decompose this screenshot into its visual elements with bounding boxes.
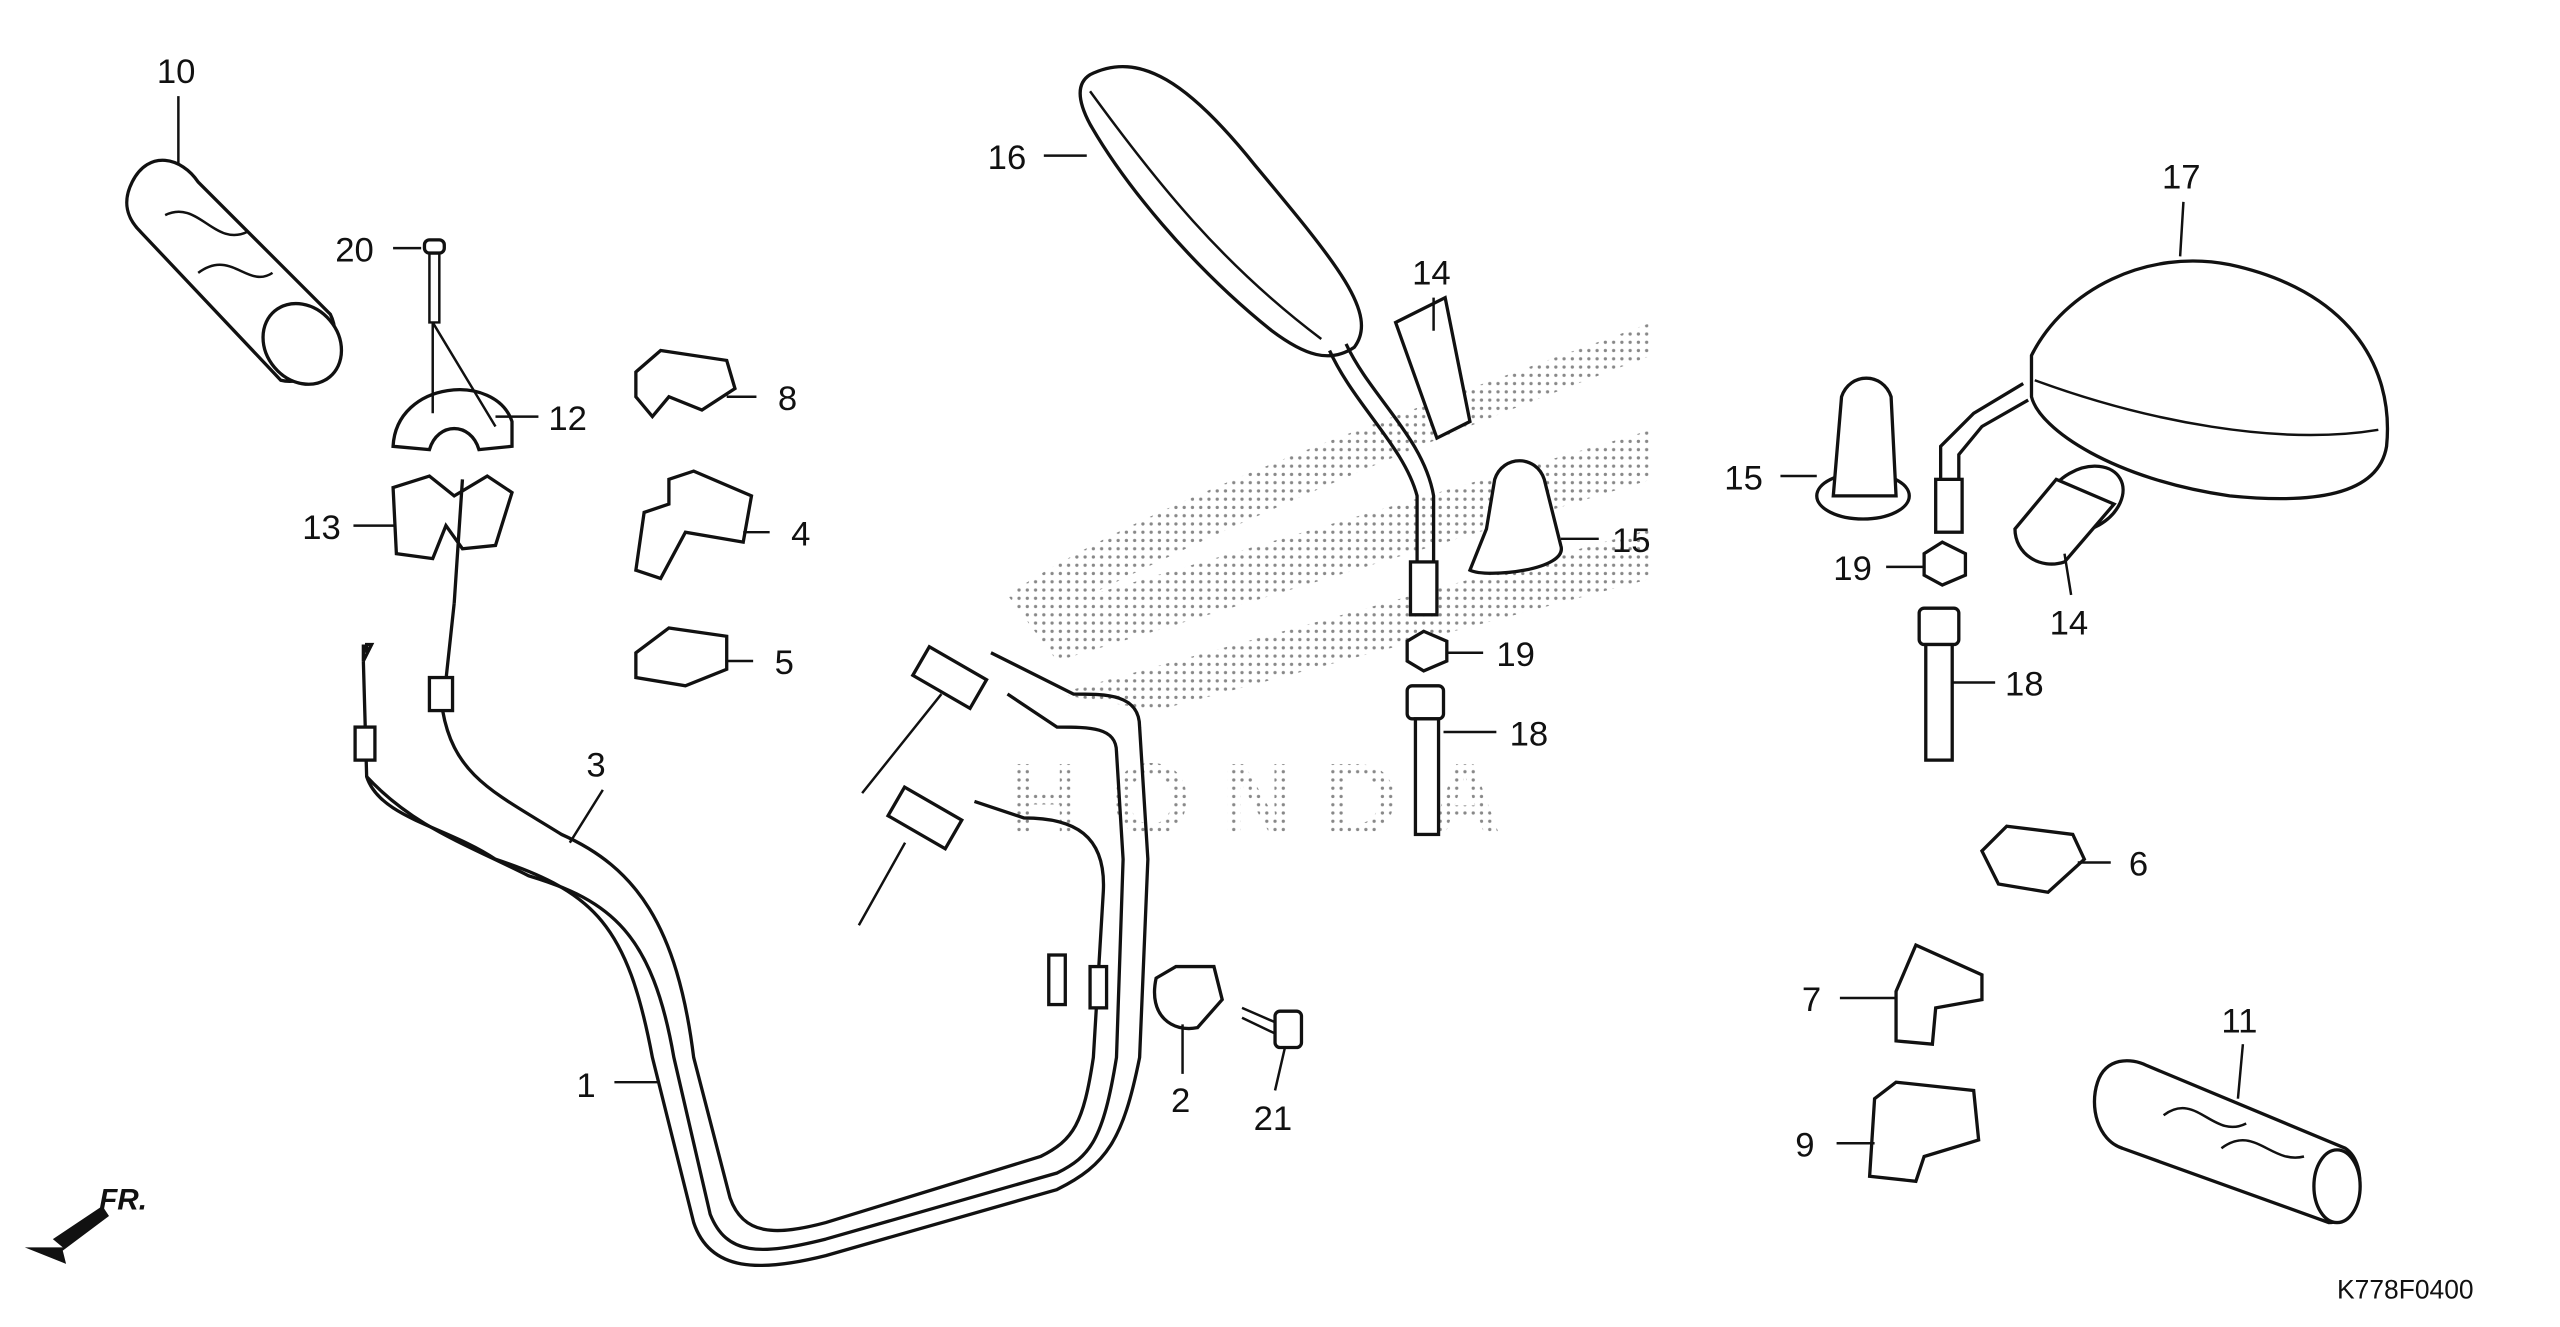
callout-10: 10 [157, 53, 196, 91]
part-5-switch [634, 626, 729, 688]
honda-watermark-text: HONDA [1007, 741, 1531, 856]
callout-2: 2 [1171, 1082, 1190, 1120]
callout-6: 6 [2129, 846, 2148, 884]
part-16-left-mirror [1078, 65, 1439, 617]
callout-15-left: 15 [1612, 522, 1651, 560]
part-14-left-cover [1393, 295, 1472, 441]
part-18-left-bolt [1405, 684, 1446, 837]
callout-18-left: 18 [1510, 715, 1549, 753]
part-4-switch [634, 469, 754, 581]
part-14-right-cover [2013, 464, 2125, 566]
callout-13: 13 [302, 509, 341, 547]
callout-14-left: 14 [1412, 254, 1451, 292]
part-9-switch [1867, 1080, 1981, 1184]
callout-4: 4 [791, 515, 810, 553]
callout-11: 11 [2221, 1003, 2257, 1041]
callout-3: 3 [586, 747, 605, 785]
part-19-right-nut [1922, 540, 1968, 587]
leader-lines [177, 96, 2245, 1145]
callout-1: 1 [576, 1067, 595, 1105]
part-20-screw [422, 238, 446, 324]
part-19-left-nut [1405, 629, 1449, 673]
callout-16: 16 [988, 139, 1027, 177]
honda-wing-watermark: HONDA [1007, 322, 1652, 856]
callout-19-left: 19 [1496, 636, 1535, 674]
callout-21: 21 [1254, 1100, 1293, 1138]
part-18-right-bolt [1917, 606, 1961, 762]
front-direction-label: FR. [99, 1183, 147, 1216]
callout-5: 5 [775, 644, 794, 682]
callout-7: 7 [1802, 981, 1821, 1019]
part-17-right-mirror [1934, 259, 2390, 534]
callout-labels: 10 20 12 8 13 4 5 3 1 2 21 16 14 15 19 1… [157, 53, 2258, 1165]
part-7-switch [1894, 942, 1984, 1046]
callout-15-right: 15 [1724, 459, 1763, 497]
part-11-right-grip [2092, 1059, 2362, 1225]
part-12-holder-upper [391, 388, 514, 452]
part-10-left-grip [125, 158, 344, 386]
callout-18-right: 18 [2005, 666, 2044, 704]
callout-14-right: 14 [2050, 605, 2089, 643]
throttle-cables [353, 479, 1150, 1268]
callout-8: 8 [778, 380, 797, 418]
callout-9: 9 [1795, 1127, 1814, 1165]
part-8-switch [634, 348, 737, 420]
part-2-clamp [1152, 964, 1225, 1031]
part-21-bolt [1241, 1006, 1304, 1050]
callout-19-right: 19 [1833, 550, 1872, 588]
callout-17: 17 [2162, 159, 2201, 197]
callout-12: 12 [548, 400, 587, 438]
callout-20: 20 [335, 231, 374, 269]
part-15-left-boot [1467, 459, 1563, 575]
diagram-code: K778F0400 [2337, 1275, 2474, 1305]
part-13-holder-lower [391, 474, 514, 561]
part-6-switch [1979, 824, 2087, 895]
front-direction-arrow: FR. [24, 1183, 147, 1264]
part-15-right-boot [1815, 376, 1911, 521]
